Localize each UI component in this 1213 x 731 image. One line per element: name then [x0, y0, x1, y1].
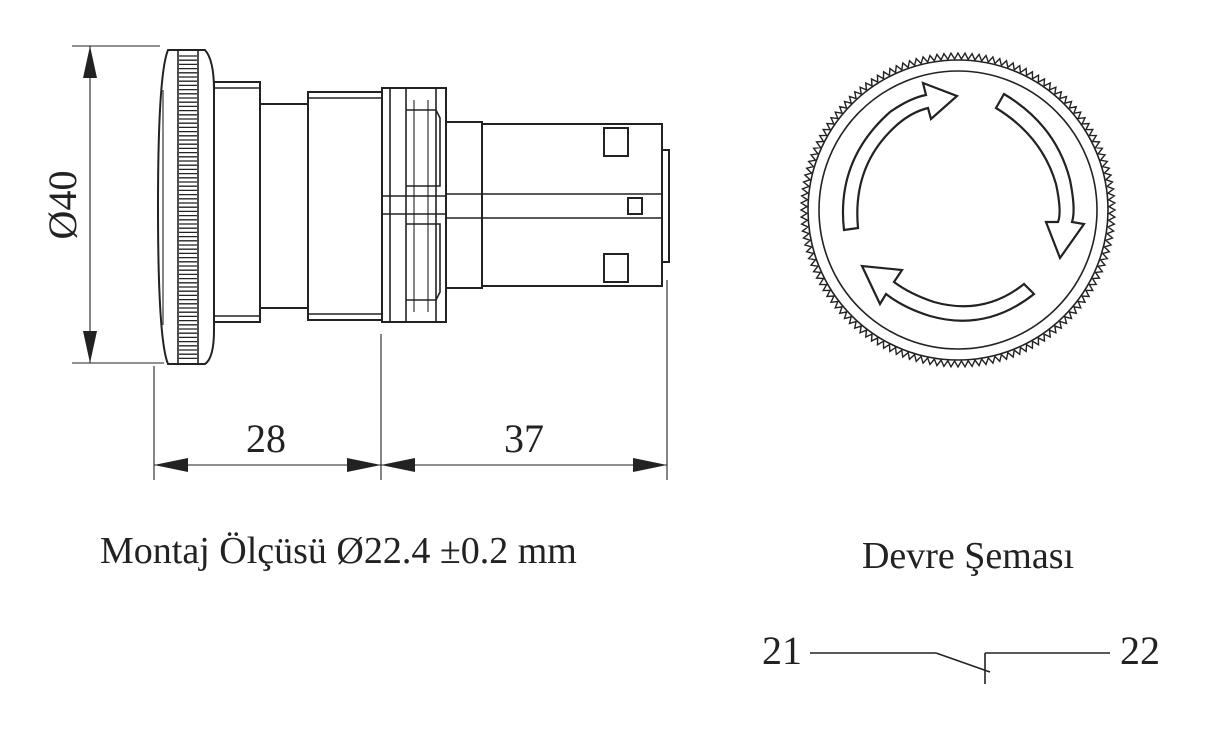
stem [259, 103, 309, 309]
latch-block [381, 87, 447, 323]
length-body-label: 37 [504, 416, 544, 461]
terminal-21-label: 21 [762, 628, 802, 673]
bezel-ring [307, 91, 383, 321]
front-view [799, 51, 1117, 369]
diameter-label: Ø40 [40, 171, 85, 240]
dimension-diameter: Ø40 [40, 45, 164, 364]
length-front-label: 28 [246, 416, 286, 461]
dimension-lengths: 28 37 [153, 280, 668, 480]
circuit-caption: Devre Şeması [862, 535, 1074, 577]
knurled-rim [179, 55, 197, 360]
terminal-22-label: 22 [1120, 628, 1160, 673]
mounting-caption: Montaj Ölçüsü Ø22.4 ±0.2 mm [100, 530, 577, 572]
neck-collar [213, 81, 261, 323]
front-knurled-edge [799, 51, 1117, 369]
side-view [156, 49, 670, 365]
rotate-arrows-icon [841, 81, 1086, 322]
contact-block [445, 121, 670, 289]
circuit-schematic: 21 22 [762, 628, 1160, 684]
